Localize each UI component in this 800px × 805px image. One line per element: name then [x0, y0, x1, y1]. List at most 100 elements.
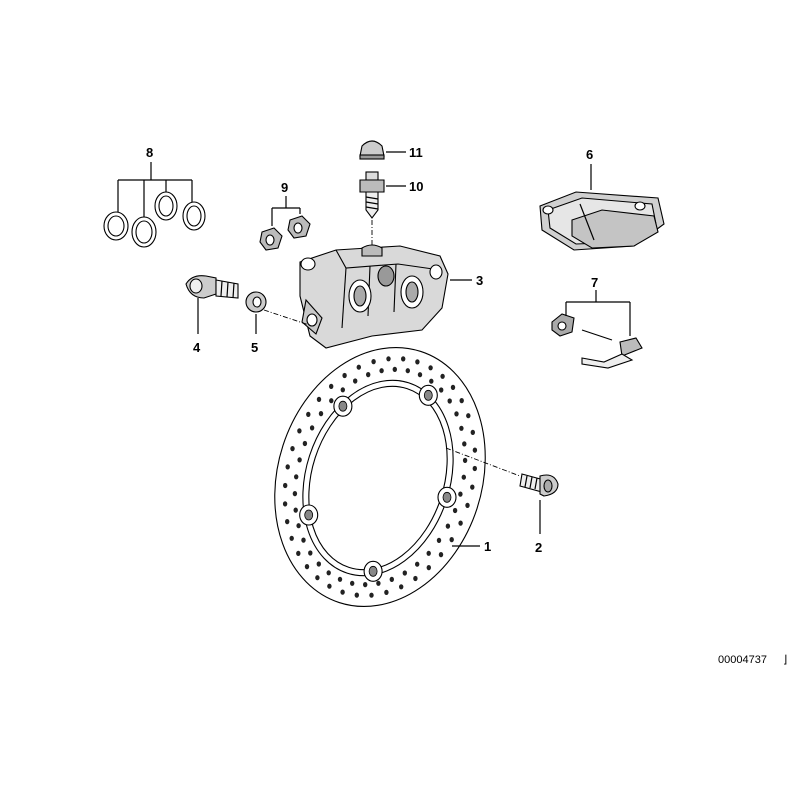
callout-9: 9 — [281, 180, 288, 195]
vent-hole — [369, 592, 374, 598]
vent-hole — [354, 592, 359, 598]
vent-hole — [289, 535, 294, 541]
axis-line-bolt — [263, 309, 313, 327]
vent-hole — [459, 398, 464, 404]
vent-hole — [389, 576, 394, 583]
vent-hole — [458, 491, 463, 497]
vent-hole — [356, 364, 361, 370]
vent-hole — [293, 507, 298, 513]
mounting-hole — [368, 565, 378, 577]
vent-hole — [472, 447, 478, 453]
vent-hole — [316, 561, 321, 567]
brake-disc-part-1 — [274, 347, 486, 607]
vent-hole — [461, 474, 466, 480]
vent-hole — [470, 429, 475, 435]
corner-mark: ⌋ — [783, 654, 787, 666]
vent-hole — [353, 378, 358, 384]
vent-hole — [302, 440, 308, 447]
vent-hole — [327, 583, 332, 589]
vent-hole — [301, 537, 306, 543]
vent-hole — [462, 457, 468, 463]
vent-hole — [342, 372, 347, 379]
bleeder-screw-part-10 — [359, 171, 385, 219]
vent-hole — [454, 411, 459, 417]
vent-hole — [470, 484, 475, 490]
vent-hole — [450, 384, 456, 390]
vent-hole — [340, 387, 345, 393]
vent-hole — [436, 537, 442, 544]
vent-hole — [399, 584, 404, 590]
brake-caliper-part-3 — [299, 244, 449, 349]
vent-hole — [318, 411, 324, 417]
vent-hole — [426, 550, 431, 556]
disc-screw-part-2 — [519, 473, 559, 497]
vent-hole — [366, 372, 371, 378]
vent-hole — [402, 570, 407, 576]
vent-hole — [296, 550, 301, 557]
vent-hole — [462, 441, 467, 447]
vent-hole — [438, 552, 444, 558]
vent-hole — [465, 502, 470, 508]
vent-hole — [306, 411, 311, 417]
vent-hole — [445, 523, 451, 529]
vent-hole — [290, 446, 295, 452]
vent-hole — [458, 520, 463, 526]
mounting-hole — [304, 509, 314, 521]
leader-7 — [565, 290, 631, 336]
vent-hole — [392, 366, 397, 372]
disc-vent-holes — [282, 356, 478, 598]
vent-hole — [386, 356, 391, 362]
document-number: 00004737 — [718, 654, 767, 666]
vent-hole — [297, 428, 302, 434]
vent-hole — [439, 387, 444, 393]
vent-hole — [363, 582, 368, 588]
vent-hole — [459, 425, 464, 431]
vent-hole — [308, 550, 313, 556]
vent-hole — [309, 425, 315, 431]
callout-7: 7 — [591, 275, 598, 290]
caliper-bolt-part-4 — [185, 275, 239, 299]
vent-hole — [315, 575, 320, 581]
callout-2: 2 — [535, 540, 542, 555]
mounting-hole — [423, 389, 433, 401]
vent-hole — [452, 507, 458, 514]
vent-hole — [326, 570, 331, 576]
leader-9 — [271, 196, 301, 226]
callout-3: 3 — [476, 273, 483, 288]
brake-pads-part-6 — [539, 191, 665, 251]
vent-hole — [371, 359, 376, 365]
vent-hole — [376, 580, 381, 586]
vent-hole — [429, 378, 434, 384]
vent-hole — [401, 356, 406, 362]
callout-6: 6 — [586, 147, 593, 162]
washer-part-5 — [245, 291, 267, 313]
vent-hole — [329, 398, 334, 404]
bushings-part-9 — [259, 215, 311, 251]
vent-hole — [466, 413, 471, 419]
callout-8: 8 — [146, 145, 153, 160]
vent-hole — [292, 491, 298, 497]
vent-hole — [283, 482, 288, 489]
vent-hole — [379, 368, 384, 374]
vent-hole — [447, 398, 452, 404]
axis-line-disc-screw — [445, 447, 521, 477]
leader-8 — [117, 162, 193, 217]
mounting-hole — [442, 491, 452, 503]
vent-hole — [282, 501, 288, 507]
vent-hole — [297, 457, 302, 463]
mounting-hole — [338, 400, 348, 412]
vent-hole — [426, 565, 431, 571]
callout-5: 5 — [251, 340, 258, 355]
vent-hole — [350, 580, 355, 586]
vent-hole — [294, 474, 299, 480]
vent-hole — [413, 575, 418, 582]
vent-hole — [384, 589, 389, 596]
vent-hole — [417, 372, 423, 378]
vent-hole — [428, 365, 433, 371]
vent-hole — [415, 561, 420, 567]
vent-hole — [296, 523, 301, 529]
vent-hole — [329, 383, 334, 389]
vent-hole — [285, 519, 290, 525]
